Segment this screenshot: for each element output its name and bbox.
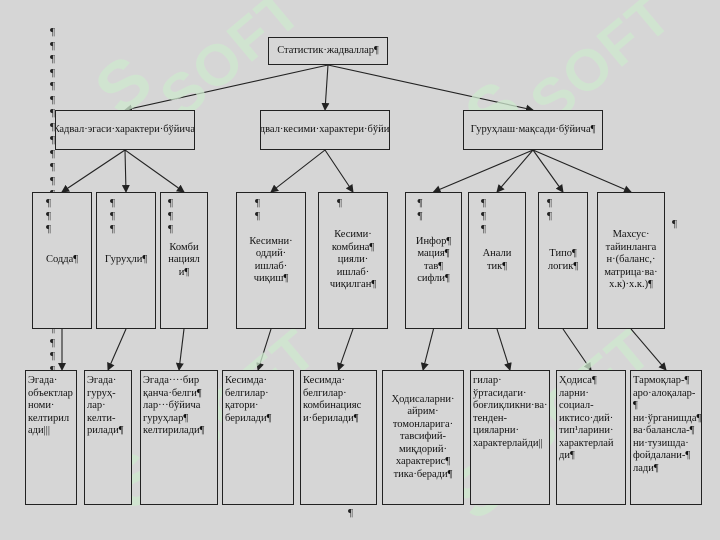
type-to-description-arrow bbox=[337, 328, 354, 371]
type-node-simple-section: Кесимни· оддий· ишлаб· чиқиш¶ bbox=[236, 192, 306, 329]
type-node-grouped: Гуруҳли¶ bbox=[96, 192, 156, 329]
pilcrow-mark: ¶ bbox=[168, 210, 173, 222]
pilcrow-mark: ¶ bbox=[50, 174, 55, 187]
root-node: Статистик·жадваллар¶ bbox=[268, 37, 388, 65]
type-node-typological: Типо¶ логик¶ bbox=[538, 192, 588, 329]
type-to-description-arrow bbox=[630, 328, 667, 371]
pilcrow-mark: ¶ bbox=[50, 39, 55, 52]
pilcrow-mark: ¶ bbox=[168, 223, 173, 235]
pilcrow-mark: ¶ bbox=[50, 80, 55, 92]
type-to-description-arrow bbox=[175, 328, 185, 371]
group-to-type-arrow bbox=[324, 149, 354, 193]
pilcrow-mark: ¶ bbox=[417, 210, 423, 222]
type-node-informational: Инфор¶ мация¶ тав¶ сифли¶ bbox=[405, 192, 462, 329]
desc-node-typological: Ҳодиса¶ ларни· социал- иктисо·дий· тип¹л… bbox=[556, 370, 626, 505]
group-to-type-arrow bbox=[270, 149, 326, 193]
pilcrow-mark: ¶ bbox=[481, 223, 486, 235]
pilcrow-mark: ¶ bbox=[110, 210, 115, 222]
root-to-group-arrow bbox=[124, 64, 329, 113]
desc-node-informational: Ҳодисаларни· айрим· томонларига· тавсифи… bbox=[382, 370, 464, 505]
root-to-group-arrow bbox=[327, 64, 534, 113]
pilcrow-mark: ¶ bbox=[46, 223, 51, 235]
desc-node-simple-section: Кесимда· белгилар· қатори· берилади¶ bbox=[222, 370, 294, 505]
pilcrow-mark: ¶ bbox=[481, 210, 486, 222]
group-node-owner: Жадвал·эгаси·характери·бўйича¶ bbox=[55, 110, 195, 150]
type-node-combined-section: Кесими· комбина¶ цияли· ишлаб· чиқилган¶ bbox=[318, 192, 388, 329]
group-node-section: Жадвал·кесими·характери·бўйича¶ bbox=[260, 110, 390, 150]
pilcrow-mark: ¶ bbox=[337, 197, 342, 209]
stray-pilcrow-bottom: ¶ bbox=[348, 507, 353, 519]
pilcrow-mark: ¶ bbox=[50, 364, 55, 376]
pilcrow-mark: ¶ bbox=[50, 53, 55, 65]
desc-node-combined-section: Кесимда· белгилар· комбинацияс и·берилад… bbox=[300, 370, 377, 505]
pilcrow-mark: ¶ bbox=[46, 210, 51, 222]
type-to-description-arrow bbox=[562, 328, 592, 371]
type-node-simple: Содда¶ bbox=[32, 192, 92, 329]
pilcrow-mark: ¶ bbox=[50, 147, 55, 160]
group-to-type-arrow bbox=[532, 149, 632, 193]
pilcrow-mark: ¶ bbox=[50, 66, 55, 79]
pilcrow-mark: ¶ bbox=[50, 161, 55, 173]
pilcrow-mark: ¶ bbox=[50, 336, 55, 349]
type-node-combined: Комби нациял и¶ bbox=[160, 192, 208, 329]
pilcrow-mark: ¶ bbox=[46, 197, 51, 209]
pilcrow-mark: ¶ bbox=[50, 26, 55, 38]
type-node-analytical: Анали тик¶ bbox=[468, 192, 526, 329]
type-node-special: Махсус· тайинланга н·(баланс,· матрица·в… bbox=[597, 192, 665, 329]
type-to-description-arrow bbox=[107, 328, 127, 371]
pilcrow-mark: ¶ bbox=[547, 210, 552, 222]
type-to-description-arrow bbox=[496, 328, 512, 371]
pilcrow-mark: ¶ bbox=[547, 197, 552, 209]
pilcrow-mark: ¶ bbox=[50, 323, 55, 335]
group-to-type-arrow bbox=[432, 149, 534, 193]
pilcrow-mark: ¶ bbox=[168, 197, 173, 209]
desc-node-grouped: Эгада· гуруҳ- лар· келти- рилади¶ bbox=[84, 370, 132, 505]
group-to-type-arrow bbox=[124, 149, 185, 193]
desc-node-simple: Эгада· объектлар номи· келтирил ади||| bbox=[25, 370, 77, 505]
group-to-type-arrow bbox=[61, 149, 126, 193]
root-to-group-arrow bbox=[321, 64, 330, 111]
pilcrow-mark: ¶ bbox=[50, 107, 55, 119]
type-to-description-arrow bbox=[420, 328, 435, 371]
pilcrow-mark: ¶ bbox=[417, 197, 423, 209]
group-to-type-arrow bbox=[532, 149, 564, 193]
desc-node-special: Тармоқлар-¶ аро·алоқалар-¶ ни·ўрганишда¶… bbox=[630, 370, 702, 505]
desc-node-combined: Эгада····бир қанча·белги¶ лар···бўйича г… bbox=[140, 370, 218, 505]
stray-pilcrow-right: ¶ bbox=[672, 218, 677, 230]
type-to-description-arrow bbox=[256, 328, 272, 371]
pilcrow-mark: ¶ bbox=[255, 197, 260, 209]
pilcrow-mark: ¶ bbox=[50, 120, 55, 133]
group-to-type-arrow bbox=[496, 149, 534, 193]
pilcrow-mark: ¶ bbox=[481, 197, 486, 209]
pilcrow-mark: ¶ bbox=[110, 223, 115, 235]
pilcrow-mark: ¶ bbox=[110, 197, 115, 209]
pilcrow-mark: ¶ bbox=[50, 134, 55, 146]
desc-node-analytical: гилар· ўртасидаги· боғлиқликни·ва· тенде… bbox=[470, 370, 550, 505]
group-node-purpose: Гуруҳлаш·мақсади·бўйича¶ bbox=[463, 110, 603, 150]
pilcrow-mark: ¶ bbox=[255, 210, 260, 222]
pilcrow-mark: ¶ bbox=[50, 350, 55, 362]
pilcrow-mark: ¶ bbox=[50, 93, 55, 106]
group-to-type-arrow bbox=[121, 149, 130, 193]
